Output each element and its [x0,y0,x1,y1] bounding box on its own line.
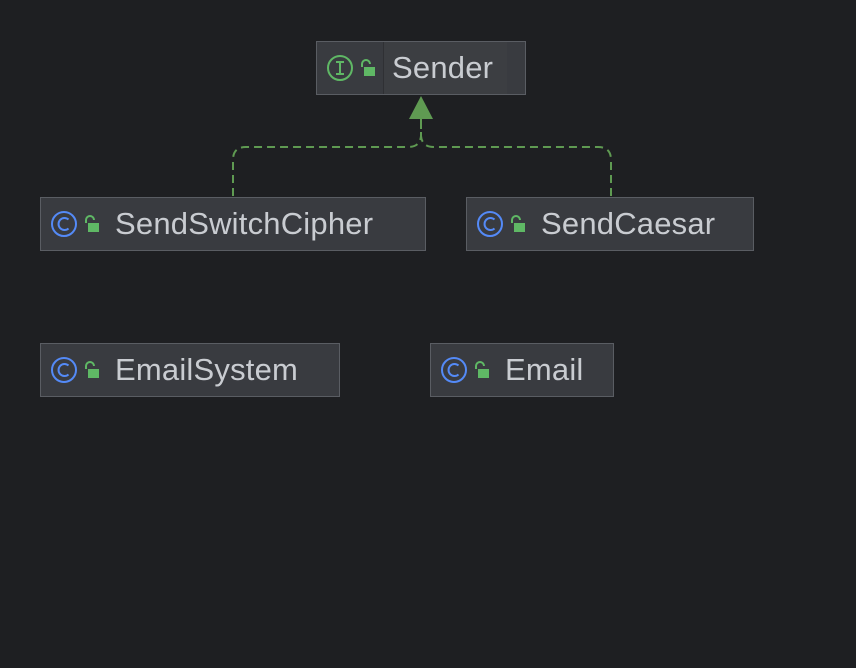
class-icon [51,357,77,383]
interface-icon [327,55,353,81]
node-sendcaesar-label: SendCaesar [541,206,716,241]
implements-arrowhead [409,96,433,119]
node-sender[interactable]: Sender [316,41,526,95]
edge-sendswitchcipher-implements-sender [232,118,422,196]
unlocked-icon [475,361,489,378]
node-emailsystem[interactable]: EmailSystem [40,343,340,397]
unlocked-icon [361,59,375,76]
class-icon [441,357,467,383]
node-emailsystem-icons [41,344,101,396]
node-sendswitchcipher-icons [41,198,101,250]
class-icon [477,211,503,237]
unlocked-icon [85,361,99,378]
node-sendcaesar[interactable]: SendCaesar [466,197,754,251]
node-emailsystem-label: EmailSystem [115,352,299,387]
edge-sendcaesar-implements-sender [420,118,612,196]
unlocked-icon [85,215,99,232]
node-email-icons [431,344,491,396]
node-sender-label: Sender [384,42,508,94]
node-email-label: Email [505,352,584,387]
node-sendcaesar-icons [467,198,527,250]
node-sendswitchcipher-label: SendSwitchCipher [115,206,374,241]
node-sendswitchcipher[interactable]: SendSwitchCipher [40,197,426,251]
unlocked-icon [511,215,525,232]
class-icon [51,211,77,237]
node-email[interactable]: Email [430,343,614,397]
node-sender-icons [317,42,384,94]
